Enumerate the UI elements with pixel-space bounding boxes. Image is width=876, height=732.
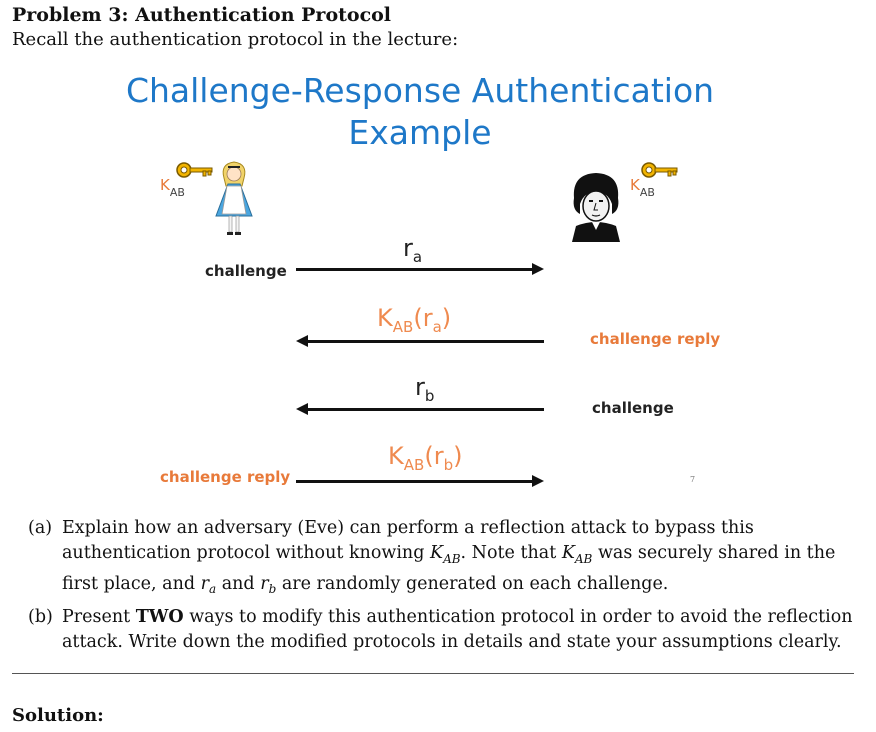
question-b-text: Present TWO ways to modify this authenti… <box>62 607 853 652</box>
message-4-label: challenge reply <box>160 468 291 486</box>
message-4-sub: AB <box>403 455 425 474</box>
alice-key-letter: K <box>160 176 170 194</box>
message-3-label: challenge <box>592 399 674 417</box>
solution-label: Solution: <box>12 705 104 726</box>
alice-figure <box>208 158 260 246</box>
message-2-sub: AB <box>392 317 414 336</box>
slide-title: Challenge-Response Authentication Exampl… <box>120 70 720 154</box>
message-2-main: K <box>377 304 393 332</box>
problem-title: Problem 3: Authentication Protocol <box>12 4 392 26</box>
message-3-main: r <box>415 373 425 401</box>
problem-intro: Recall the authentication protocol in th… <box>12 29 459 50</box>
question-b-tag: (b) <box>28 607 53 627</box>
bob-key-label: KAB <box>630 176 655 199</box>
section-divider <box>12 673 854 674</box>
message-3: rb <box>415 373 434 405</box>
arrow-left <box>296 335 544 347</box>
message-4-paren-main: r <box>433 442 444 470</box>
question-b: (b) Present TWO ways to modify this auth… <box>28 605 858 655</box>
message-1-main: r <box>403 234 413 262</box>
slide-title-line1: Challenge-Response Authentication <box>125 71 715 110</box>
message-1-sub: a <box>412 247 423 266</box>
arrow-left <box>296 403 544 415</box>
message-2: KAB(ra) <box>377 304 452 336</box>
bob-key-letter: K <box>630 176 640 194</box>
question-a: (a) Explain how an adversary (Eve) can p… <box>28 516 858 602</box>
message-1: ra <box>403 234 422 266</box>
message-4-main: K <box>388 442 404 470</box>
alice-key-label: KAB <box>160 176 185 199</box>
message-4-paren-sub: b <box>443 455 454 474</box>
question-a-text: Explain how an adversary (Eve) can perfo… <box>62 518 836 596</box>
arrow-right <box>296 263 544 275</box>
alice-key-sub: AB <box>169 186 185 199</box>
bob-key-sub: AB <box>639 186 655 199</box>
message-1-label: challenge <box>205 262 287 280</box>
key-icon <box>175 158 215 186</box>
message-2-label: challenge reply <box>590 330 721 348</box>
key-icon <box>640 158 680 186</box>
arrow-right <box>296 475 544 487</box>
message-4: KAB(rb) <box>388 442 463 474</box>
question-a-tag: (a) <box>28 518 53 538</box>
message-2-paren-main: r <box>422 304 433 332</box>
slide-title-line2: Example <box>348 113 492 152</box>
message-2-paren-sub: a <box>432 317 442 336</box>
slide-page-number: 7 <box>690 475 696 484</box>
message-3-sub: b <box>424 386 435 405</box>
bob-portrait <box>568 170 624 246</box>
